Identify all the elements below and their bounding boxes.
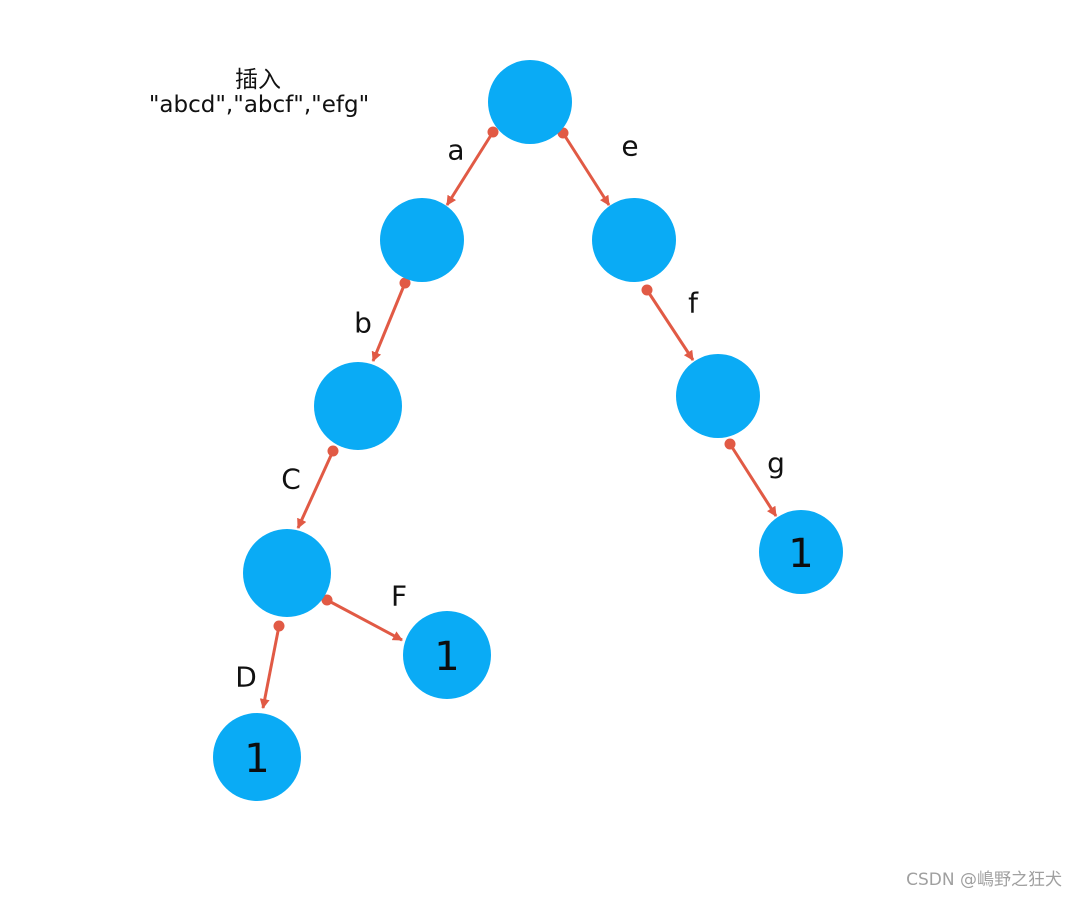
edge-arrow-e-ef xyxy=(645,289,695,361)
edge-label-C: C xyxy=(281,463,301,496)
edge-arrow-abc-abcd-end xyxy=(259,625,281,709)
trie-node-efg-end xyxy=(759,510,843,594)
edge-label-g: g xyxy=(767,447,785,480)
edge-label-D: D xyxy=(235,661,257,694)
edge-label-e: e xyxy=(621,130,638,163)
edge-start-dot-abc-abcf-end xyxy=(321,594,333,606)
edge-start-dot-root-a xyxy=(487,126,499,138)
caption-words: "abcd","abcf","efg" xyxy=(148,92,370,118)
edge-label-a: a xyxy=(447,134,464,167)
trie-node-abcf-end xyxy=(403,611,491,699)
edge-arrow-abc-abcf-end xyxy=(326,598,403,642)
edge-arrow-ab-abc xyxy=(296,450,335,529)
edge-arrow-ef-efg-end xyxy=(728,443,778,517)
trie-node-abcd-end xyxy=(213,713,301,801)
edge-start-dot-ef-efg-end xyxy=(724,438,736,450)
trie-node-ab xyxy=(314,362,402,450)
trie-node-e xyxy=(592,198,676,282)
edge-arrow-root-e xyxy=(561,132,611,206)
edges-layer xyxy=(259,126,778,709)
edge-start-dot-abc-abcd-end xyxy=(273,620,285,632)
caption-title: 插入 xyxy=(235,67,281,93)
trie-node-abc xyxy=(243,529,331,617)
node-count-efg-end: 1 xyxy=(788,531,813,577)
edge-arrow-a-ab xyxy=(371,282,407,362)
trie-node-root xyxy=(488,60,572,144)
nodes-layer: 1 1 1 xyxy=(213,60,843,801)
edge-start-dot-a-ab xyxy=(399,277,411,289)
edge-arrow-root-a xyxy=(445,131,495,206)
node-count-abcd-end: 1 xyxy=(244,736,269,782)
edge-start-dot-e-ef xyxy=(641,284,653,296)
trie-node-a xyxy=(380,198,464,282)
edge-label-F: F xyxy=(391,580,407,613)
watermark-text: CSDN @嶋野之狂犬 xyxy=(906,870,1062,890)
edge-label-f: f xyxy=(688,287,699,320)
edge-label-b: b xyxy=(354,307,372,340)
trie-node-ef xyxy=(676,354,760,438)
edge-start-dot-ab-abc xyxy=(327,445,339,457)
node-count-abcf-end: 1 xyxy=(434,634,459,680)
